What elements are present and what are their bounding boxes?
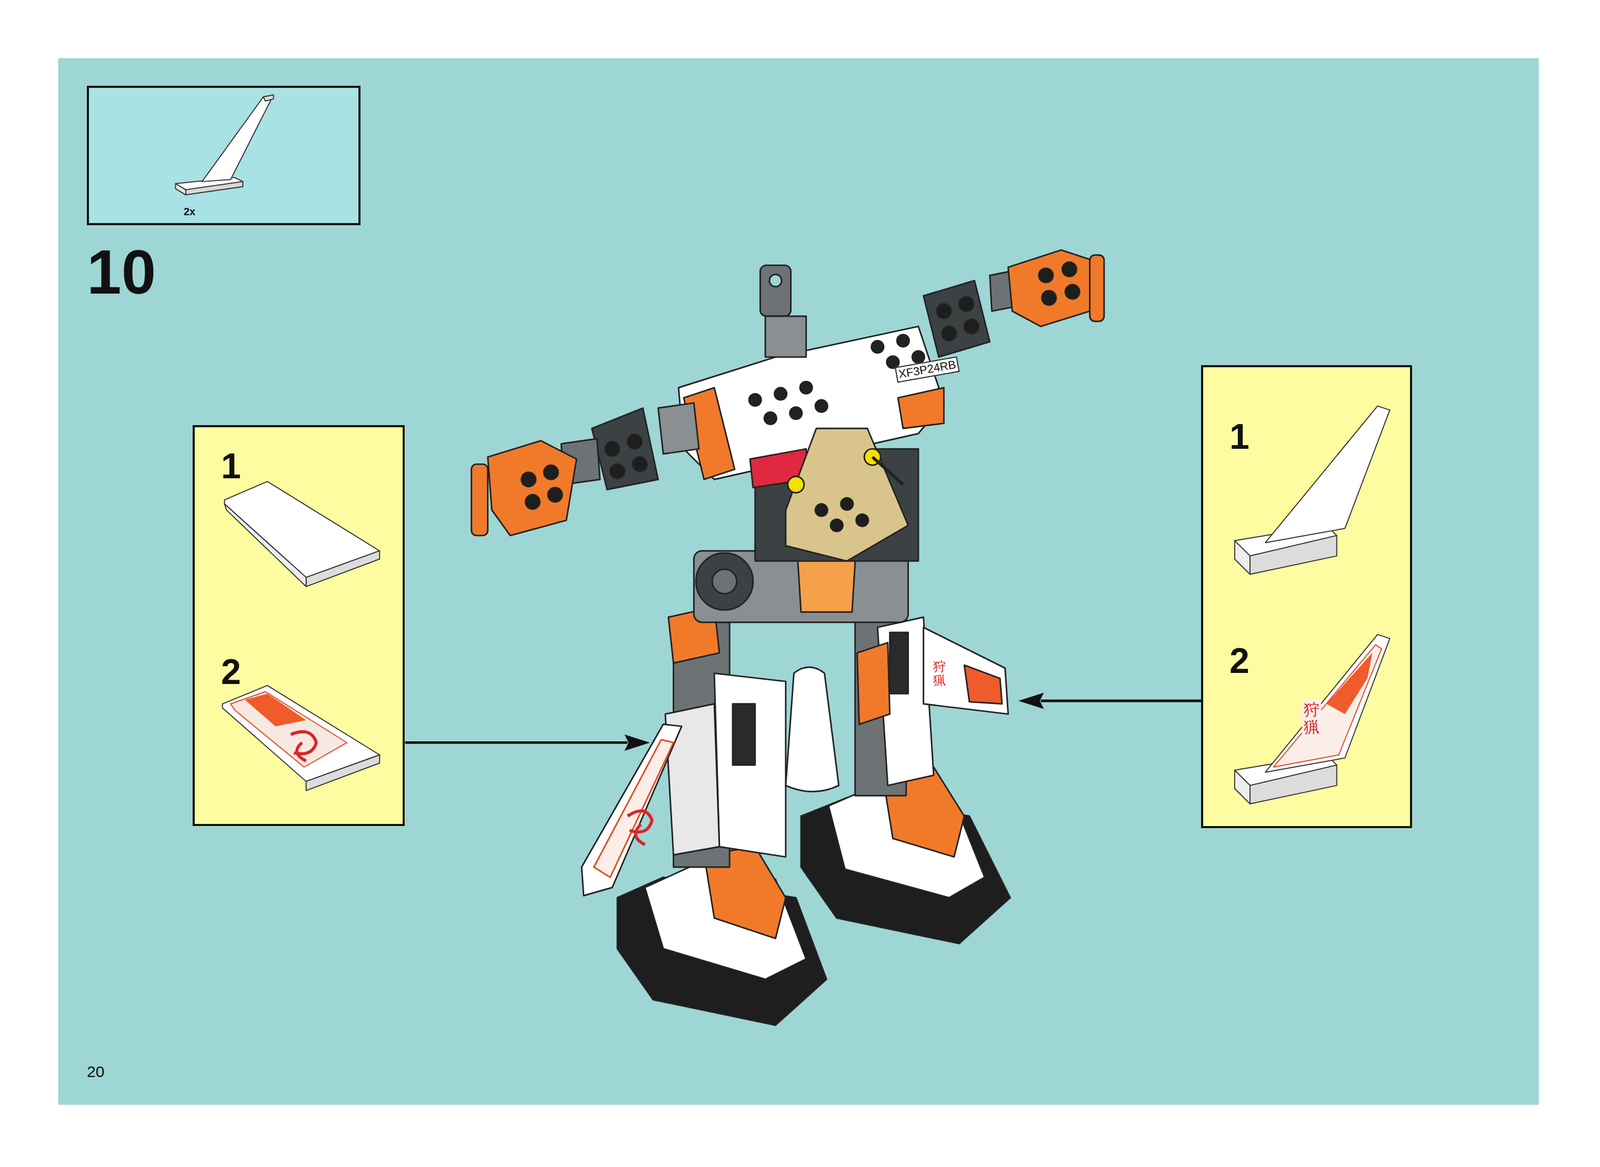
sub-step-callout: 12	[192, 425, 405, 827]
parts-list-box: 2x	[86, 85, 361, 226]
robot-model	[471, 250, 1105, 1026]
tail-fin-part	[1234, 406, 1390, 575]
callout-fill	[1201, 365, 1413, 829]
tail-fin-sticker	[1234, 634, 1390, 805]
tail-fin-sticker	[222, 685, 380, 792]
sub-step-number: 2	[221, 653, 242, 690]
sub-step-number: 2	[1229, 642, 1250, 679]
page-ground	[58, 58, 1539, 1106]
callout-fill	[192, 425, 405, 827]
sub-step-number: 1	[221, 447, 242, 484]
page-number: 20	[86, 1064, 105, 1080]
sub-step-number: 1	[1229, 418, 1250, 455]
tail-fin-part	[175, 94, 274, 195]
sub-step-callout: 12	[1201, 365, 1413, 829]
parts-box-fill	[86, 85, 361, 224]
tail-fin-flat	[224, 481, 380, 587]
step-number: 10	[86, 241, 156, 304]
sticker-text: 狩猟	[931, 658, 948, 689]
sticker-text: 狩猟	[1302, 700, 1322, 737]
part-quantity: 2x	[183, 206, 196, 217]
